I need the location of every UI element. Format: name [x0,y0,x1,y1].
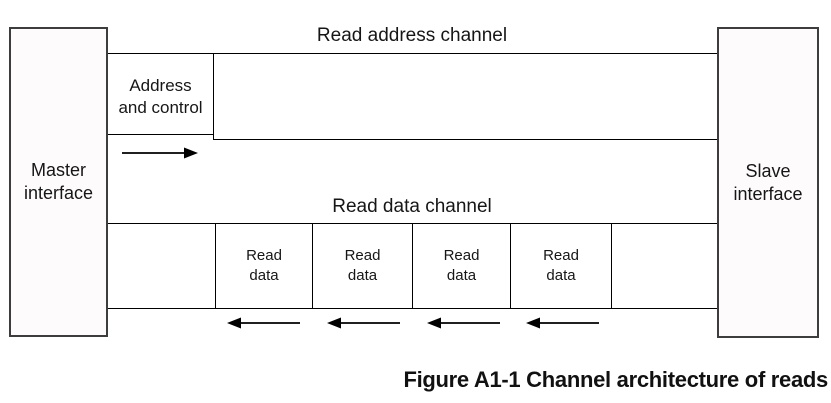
read-data-cell: Read data [312,223,413,309]
right-arrow-icon [122,147,198,159]
master-interface-label: Master interface [23,160,94,203]
left-arrow-icon [327,317,400,329]
read-data-cell: Read data [215,223,313,309]
slave-interface-box: Slave interface [717,27,819,338]
read-data-cell: Read data [412,223,511,309]
read-address-channel-band [213,53,718,140]
left-arrow-icon [227,317,300,329]
master-interface-box: Master interface [9,27,108,337]
read-address-channel-label: Read address channel [316,25,508,46]
address-and-control-cell: Address and control [107,53,214,135]
left-arrow-icon [526,317,599,329]
slave-interface-label: Slave interface [733,160,803,204]
read-data-channel-label: Read data channel [332,196,492,217]
read-data-cell: Read data [510,223,612,309]
left-arrow-icon [427,317,500,329]
figure-caption: Figure A1-1 Channel architecture of read… [403,367,828,392]
